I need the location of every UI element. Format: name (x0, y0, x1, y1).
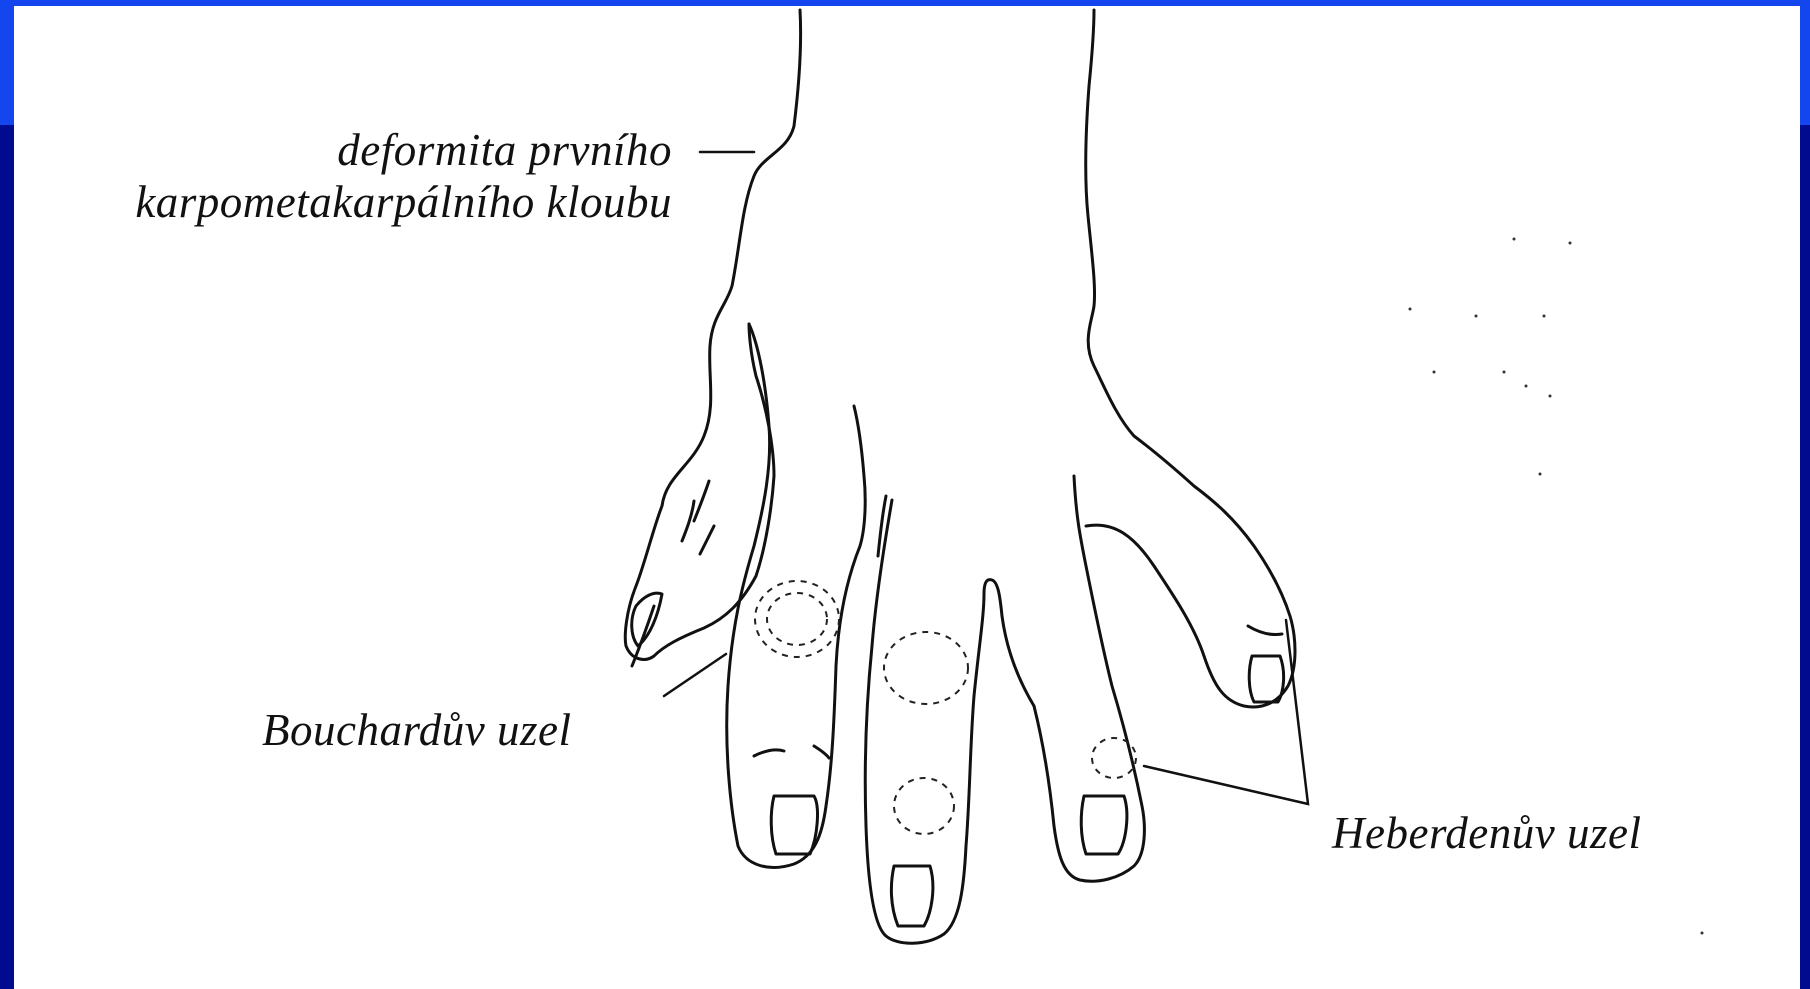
illustration-panel: deformita prvního karpometakarpálního kl… (14, 6, 1800, 989)
scan-dot (1525, 385, 1528, 388)
crease (700, 526, 714, 554)
bouchard-node-mark (767, 593, 827, 645)
heberden-node-mark (894, 778, 954, 834)
crease (754, 750, 784, 756)
little-finger (1086, 10, 1295, 707)
leader-line-heberden (1144, 620, 1308, 804)
scan-dot (1503, 371, 1506, 374)
middle-finger (865, 500, 1034, 943)
scan-dot (1433, 371, 1436, 374)
label-bouchard-node: Bouchardův uzel (262, 704, 572, 756)
scan-dot (1543, 315, 1546, 318)
nail (771, 796, 817, 854)
label-cmc-line1: deformita prvního (135, 124, 672, 176)
crease (814, 746, 829, 758)
scan-dot (1701, 932, 1704, 935)
crease (694, 481, 709, 521)
scan-dot (1475, 315, 1478, 318)
nail (1249, 656, 1283, 702)
nail (1081, 796, 1127, 854)
hand-left-contour (625, 10, 800, 659)
label-cmc-line2: karpometakarpálního kloubu (135, 176, 672, 228)
index-finger (727, 324, 865, 867)
leader-line-bouchard (664, 654, 726, 696)
nail (1248, 626, 1282, 635)
label-heberden-node: Heberdenův uzel (1332, 807, 1641, 859)
scan-dot (1549, 395, 1552, 398)
scan-dot (1569, 242, 1572, 245)
bouchard-node-mark (884, 632, 968, 704)
scan-dot (1513, 238, 1516, 241)
scan-dot (1409, 308, 1412, 311)
thumb-nail (632, 593, 662, 646)
crease (682, 501, 694, 541)
label-cmc-joint-deformity: deformita prvního karpometakarpálního kl… (135, 124, 672, 228)
nail (891, 866, 933, 926)
scan-dot (1539, 473, 1542, 476)
